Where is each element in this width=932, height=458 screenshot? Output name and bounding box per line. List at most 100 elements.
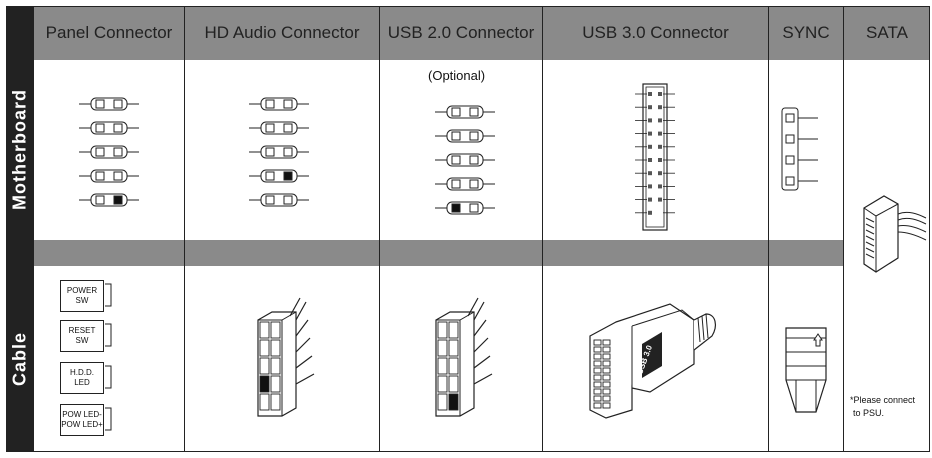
pin-cavity bbox=[448, 339, 459, 357]
pin bbox=[95, 171, 105, 181]
pin-cavity bbox=[593, 381, 602, 388]
panel-cable-box-line: SW bbox=[75, 296, 89, 305]
pin-cavity bbox=[448, 321, 459, 339]
pin bbox=[283, 147, 293, 157]
pin bbox=[283, 171, 293, 181]
pin-cavity bbox=[448, 357, 459, 375]
pin-cavity bbox=[593, 360, 602, 367]
pin-cavity bbox=[448, 375, 459, 393]
sata-connector-drawing bbox=[863, 195, 927, 273]
header-usb3: USB 3.0 Connector bbox=[543, 6, 768, 60]
pin-cavity bbox=[602, 360, 611, 367]
pin bbox=[658, 184, 662, 189]
pin bbox=[648, 144, 652, 149]
pin-cavity bbox=[602, 402, 611, 409]
table-border bbox=[6, 6, 930, 452]
sata-note-line1: *Please connect bbox=[850, 395, 916, 405]
pin bbox=[265, 99, 275, 109]
header-panel-connector: Panel Connector bbox=[34, 6, 184, 60]
sata-note-line2: to PSU. bbox=[853, 408, 885, 418]
pin-cavity bbox=[270, 375, 281, 393]
sync-header-drawing bbox=[781, 107, 818, 191]
header-sync: SYNC bbox=[769, 6, 843, 60]
pin-cavity bbox=[259, 321, 270, 339]
pin bbox=[658, 105, 662, 110]
pin-cavity bbox=[593, 402, 602, 409]
pin bbox=[95, 99, 105, 109]
panel-cable-box-line: POWER bbox=[66, 286, 98, 295]
column-divider bbox=[768, 6, 769, 452]
pin bbox=[469, 131, 479, 141]
pin bbox=[451, 131, 461, 141]
pin bbox=[469, 155, 479, 165]
pin bbox=[451, 179, 461, 189]
pin bbox=[451, 107, 461, 117]
panel-cable-bracket bbox=[105, 365, 112, 389]
pin bbox=[648, 171, 652, 176]
pin-cavity bbox=[437, 339, 448, 357]
header-hd-audio: HD Audio Connector bbox=[185, 6, 379, 60]
pin bbox=[265, 123, 275, 133]
pin-cavity bbox=[270, 357, 281, 375]
pin bbox=[95, 123, 105, 133]
header-sata: SATA bbox=[844, 6, 930, 60]
motherboard-side-bar bbox=[6, 6, 34, 240]
pin bbox=[113, 99, 123, 109]
pin bbox=[113, 171, 123, 181]
pin-cavity bbox=[593, 388, 602, 395]
panel-cable-connector-box: POW LED-POW LED+ bbox=[60, 404, 104, 436]
pin-cavity bbox=[437, 321, 448, 339]
pin bbox=[648, 197, 652, 202]
panel-cable-box-line: H.D.D. bbox=[70, 368, 94, 377]
panel-cable-box-line: LED bbox=[74, 378, 90, 387]
pin bbox=[451, 155, 461, 165]
panel-cable-bracket bbox=[105, 407, 112, 431]
pin bbox=[265, 195, 275, 205]
pin-cavity bbox=[602, 353, 611, 360]
pin-cavity bbox=[270, 339, 281, 357]
pin bbox=[265, 171, 275, 181]
usb3-plug-drawing bbox=[589, 303, 716, 419]
pin-header-drawing bbox=[249, 97, 309, 207]
panel-cable-bracket bbox=[105, 283, 112, 307]
pin-cavity bbox=[437, 393, 448, 411]
column-divider bbox=[379, 6, 380, 452]
usb3-header-drawing bbox=[635, 83, 675, 231]
pin bbox=[113, 147, 123, 157]
pin-cavity bbox=[270, 321, 281, 339]
pin bbox=[469, 179, 479, 189]
pin bbox=[785, 134, 795, 144]
pin bbox=[283, 195, 293, 205]
pin-cavity bbox=[270, 393, 281, 411]
pin-cavity bbox=[448, 393, 459, 411]
pin bbox=[648, 158, 652, 162]
pin bbox=[658, 144, 662, 149]
pin bbox=[283, 99, 293, 109]
pin bbox=[95, 195, 105, 205]
pin bbox=[658, 131, 662, 136]
pin bbox=[113, 123, 123, 133]
panel-cable-box-line: POW LED- bbox=[62, 410, 102, 419]
pin bbox=[658, 171, 662, 176]
pin bbox=[648, 118, 652, 123]
column-divider bbox=[542, 6, 543, 452]
pin-cavity bbox=[602, 395, 611, 402]
pin bbox=[648, 92, 652, 96]
pin bbox=[648, 131, 652, 136]
pin-cavity bbox=[593, 367, 602, 374]
pin bbox=[648, 105, 652, 110]
pin-cavity bbox=[602, 346, 611, 353]
usb2-cable-drawing bbox=[435, 297, 493, 417]
pin-header-drawing bbox=[79, 97, 139, 207]
pin-cavity bbox=[602, 381, 611, 388]
header-usb2: USB 2.0 Connector bbox=[380, 6, 542, 60]
pin bbox=[658, 158, 662, 162]
panel-cable-box-line: POW LED+ bbox=[61, 420, 103, 429]
pin-cavity bbox=[259, 375, 270, 393]
usb2-optional-label: (Optional) bbox=[428, 68, 486, 83]
column-divider bbox=[184, 6, 185, 452]
panel-cable-box-line: RESET bbox=[68, 326, 96, 335]
pin bbox=[469, 203, 479, 213]
